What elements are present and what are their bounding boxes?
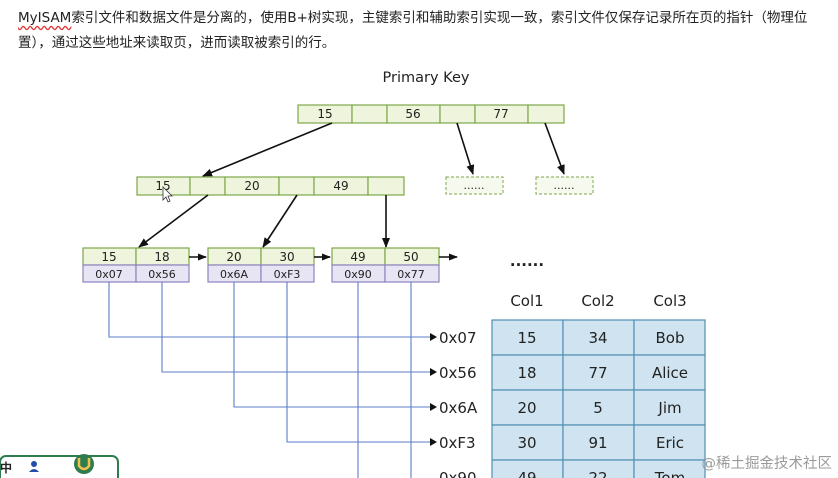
table-cell: Eric [656, 434, 684, 452]
root-arrow [544, 122, 565, 175]
diagram-title: Primary Key [383, 70, 470, 86]
level2-node: 15 20 49 [136, 176, 405, 196]
level2-key: 15 [155, 179, 170, 193]
ime-toolbar[interactable]: 中 [0, 454, 119, 478]
row-address: 0x90 [439, 469, 477, 478]
row-address: 0xF3 [439, 434, 476, 452]
watermark: @稀土掘金技术社区 [702, 455, 833, 472]
mouse-cursor-icon [162, 186, 173, 203]
leaf-key: 20 [226, 250, 241, 264]
leaf-key: 49 [350, 250, 365, 264]
ime-lang-label[interactable]: 中 [0, 460, 12, 475]
leaf-node: 20 30 0x6A 0xF3 [207, 247, 315, 283]
table-header: Col2 [581, 292, 614, 310]
root-arrow [202, 122, 333, 177]
row-address: 0x07 [439, 329, 477, 347]
leaf-node: 15 18 0x07 0x56 [82, 247, 190, 283]
table-row: 30 91 Eric [491, 424, 706, 461]
table-header: Col1 [510, 292, 543, 310]
level2-key: 20 [244, 179, 259, 193]
leaf-more-dots: ...... [510, 252, 544, 270]
table-cell: Jim [657, 399, 681, 417]
user-icon [31, 461, 37, 467]
root-node: 15 56 77 [297, 104, 565, 124]
table-row: 18 77 Alice [491, 354, 706, 391]
table-row: 15 34 Bob [491, 319, 706, 356]
placeholder-dots: ...... [554, 179, 575, 192]
row-address: 0x6A [439, 399, 478, 417]
leaf-key: 30 [279, 250, 294, 264]
placeholder-dots: ...... [464, 179, 485, 192]
leaf-pointer: 0x77 [397, 268, 425, 281]
leaf-key: 18 [154, 250, 169, 264]
leaf-pointer: 0xF3 [274, 268, 301, 281]
intro-brand: MyISAM [18, 10, 72, 26]
leaf-pointer: 0x6A [220, 268, 249, 281]
user-icon-body [29, 469, 39, 472]
leaf-node: 49 50 0x90 0x77 [331, 247, 440, 283]
table-cell: 91 [588, 434, 607, 452]
table-cell: Bob [656, 329, 685, 347]
table-cell: 15 [517, 329, 536, 347]
table-cell: 77 [588, 364, 607, 382]
leaf-key: 50 [403, 250, 418, 264]
placeholder-node [445, 176, 504, 195]
leaf-pointer: 0x90 [344, 268, 372, 281]
table-cell: 20 [517, 399, 536, 417]
table-header: Col3 [653, 292, 686, 310]
intro-paragraph: MyISAM索引文件和数据文件是分离的，使用B+树实现，主键索引和辅助索引实现一… [18, 6, 808, 56]
level2-arrow [138, 194, 209, 248]
leaf-pointer: 0x56 [148, 268, 176, 281]
app-logo-mark [77, 458, 91, 471]
intro-text: 索引文件和数据文件是分离的，使用B+树实现，主键索引和辅助索引实现一致，索引文件… [18, 10, 808, 51]
table-cell: 18 [517, 364, 536, 382]
root-arrow [456, 122, 475, 175]
table-cell: 49 [517, 469, 536, 478]
leaf-pointer: 0x07 [95, 268, 123, 281]
root-key: 15 [317, 107, 332, 121]
placeholder-node [535, 176, 594, 195]
root-key: 56 [405, 107, 420, 121]
leaf-key: 15 [101, 250, 116, 264]
table-cell: 5 [593, 399, 603, 417]
table-cell: 30 [517, 434, 536, 452]
table-row: 49 22 Tom [491, 459, 706, 478]
row-address: 0x56 [439, 364, 477, 382]
pointer-connectors [108, 282, 437, 478]
table-cell: 22 [588, 469, 607, 478]
level2-arrow [262, 194, 298, 248]
table-row: 20 5 Jim [491, 389, 706, 426]
app-logo-icon [74, 454, 94, 474]
root-key: 77 [493, 107, 508, 121]
table-cell: 34 [588, 329, 607, 347]
table-cell: Alice [652, 364, 688, 382]
level2-key: 49 [333, 179, 348, 193]
table-cell: Tom [654, 469, 685, 478]
